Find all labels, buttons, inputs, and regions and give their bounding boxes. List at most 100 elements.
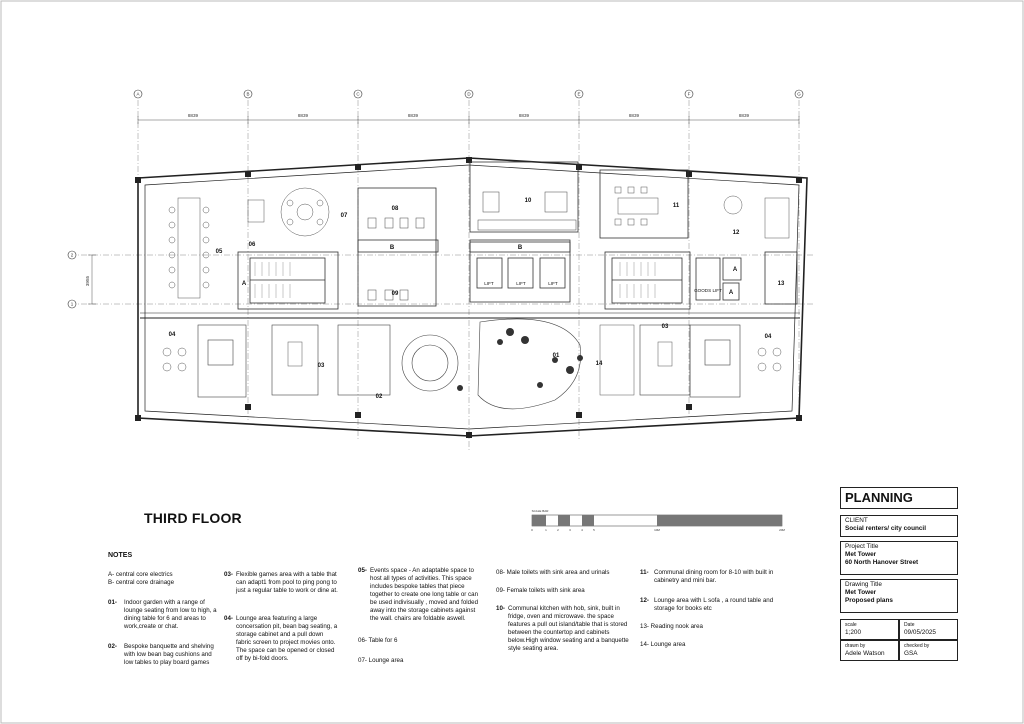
notes-heading: NOTES — [108, 552, 133, 559]
scale-value: 1;200 — [845, 629, 861, 636]
project-line-1: Met Tower — [845, 551, 877, 558]
lift-1: LIFT — [484, 281, 494, 286]
room-14: 14 — [596, 361, 603, 367]
drawing-block: Drawing Title Met Tower Proposed plans — [840, 579, 958, 613]
room-05: 05 — [216, 249, 223, 255]
stairs — [254, 262, 656, 298]
grid-col-g: G — [797, 92, 801, 97]
grid-row-1: 1 — [71, 302, 74, 307]
note-04: 04-Lounge area featuring a large concers… — [224, 615, 338, 662]
client-label: CLIENT — [845, 517, 868, 524]
date-block: Date 09/05/2025 — [899, 619, 958, 640]
room-10: 10 — [525, 198, 532, 204]
scale-bar — [531, 514, 783, 527]
project-label: Project Title — [845, 543, 879, 550]
lift-3: LIFT — [548, 281, 558, 286]
note-01: 01-Indoor garden with a range of lounge … — [108, 599, 217, 630]
room-08: 08 — [392, 206, 399, 212]
client-value: Social renters/ city council — [845, 525, 926, 532]
plants — [457, 328, 583, 391]
checked-label: checked by — [904, 643, 930, 649]
room-04-left: 04 — [169, 332, 176, 338]
room-09: 09 — [392, 291, 399, 297]
scale-bar-label: SCALE BAR — [532, 509, 550, 513]
core-a-right-bottom: A — [729, 290, 734, 296]
dim-de: 8839 — [519, 113, 530, 118]
note-05: 05-Events space - An adaptable space to … — [358, 567, 479, 622]
dim-ab: 8839 — [188, 113, 199, 118]
dim-row: 3955 — [85, 275, 90, 286]
room-13: 13 — [778, 281, 785, 287]
central-core — [237, 161, 798, 310]
checked-value: GSA — [904, 650, 918, 657]
dim-fg: 8839 — [739, 113, 750, 118]
scale-tick-2: 2 — [557, 528, 559, 532]
checked-block: checked by GSA — [899, 640, 958, 661]
drawing-line-2: Proposed plans — [845, 597, 893, 604]
scale-tick-20: 20M — [779, 528, 785, 532]
scale-label: scale — [845, 622, 857, 628]
drawing-label: Drawing Title — [845, 581, 882, 588]
core-b-left: B — [390, 245, 395, 251]
grid-col-a: A — [136, 92, 139, 97]
grid-col-c: C — [356, 92, 360, 97]
room-11: 11 — [673, 203, 680, 209]
note-09: 09- Female toilets with sink area — [496, 587, 585, 594]
scale-tick-4: 4 — [581, 528, 583, 532]
note-02: 02-Bespoke banquette and shelving with l… — [108, 643, 214, 666]
scale-tick-10: 10M — [654, 528, 660, 532]
lift-2: LIFT — [516, 281, 526, 286]
scale-tick-0: 0 — [531, 528, 533, 532]
furniture — [162, 186, 790, 396]
floor-title: THIRD FLOOR — [144, 510, 242, 526]
drawn-label: drawn by — [845, 643, 866, 649]
core-a-right-top: A — [733, 267, 738, 273]
toilets — [367, 217, 425, 301]
kitchen — [477, 191, 577, 231]
drawing-line-1: Met Tower — [845, 589, 877, 596]
goods-lift: GOODS LIFT — [694, 288, 722, 293]
drawn-block: drawn by Adele Watson — [840, 640, 899, 661]
room-04-right: 04 — [765, 334, 772, 340]
project-line-2: 60 North Hanover Street — [845, 559, 919, 566]
core-a-left: A — [242, 281, 247, 287]
grid-bubbles — [67, 89, 804, 309]
note-13: 13- Reading nook area — [640, 623, 703, 630]
drawn-value: Adele Watson — [845, 650, 885, 657]
room-07: 07 — [341, 213, 348, 219]
scale-tick-1: 1 — [545, 528, 547, 532]
structural-columns — [135, 157, 802, 438]
grid-columns — [70, 100, 815, 450]
room-01: 01 — [553, 353, 560, 359]
note-10: 10-Communal kitchen with hob, sink, buil… — [496, 605, 629, 652]
note-12: 12-Lounge area with L sofa , a round tab… — [640, 597, 774, 612]
scale-tick-5: 5 — [593, 528, 595, 532]
scale-tick-3: 3 — [569, 528, 571, 532]
room-06: 06 — [249, 242, 256, 248]
dim-cd: 8839 — [408, 113, 419, 118]
note-03: 03-Flexible games area with a table that… — [224, 571, 338, 594]
lower-rooms — [197, 318, 741, 410]
note-07: 07- Lounge area — [358, 657, 404, 664]
room-02: 02 — [376, 394, 383, 400]
room-12: 12 — [733, 230, 740, 236]
core-b-right: B — [518, 245, 523, 251]
grid-col-f: F — [688, 92, 691, 97]
room-03-right: 03 — [662, 324, 669, 330]
note-08: 08- Male toilets with sink area and urin… — [496, 569, 610, 576]
note-06: 06- Table for 6 — [358, 637, 398, 644]
date-value: 09/05/2025 — [904, 629, 936, 636]
note-a: A- central core electrics — [108, 571, 173, 578]
project-block: Project Title Met Tower 60 North Hanover… — [840, 541, 958, 575]
room-03-left: 03 — [318, 363, 325, 369]
grid-col-d: D — [467, 92, 471, 97]
grid-col-b: B — [246, 92, 249, 97]
planning-header: PLANNING — [840, 487, 958, 509]
client-block: CLIENT Social renters/ city council — [840, 515, 958, 537]
note-14: 14- Lounge area — [640, 641, 686, 648]
dimension-line — [88, 116, 800, 305]
date-label: Date — [904, 622, 915, 628]
